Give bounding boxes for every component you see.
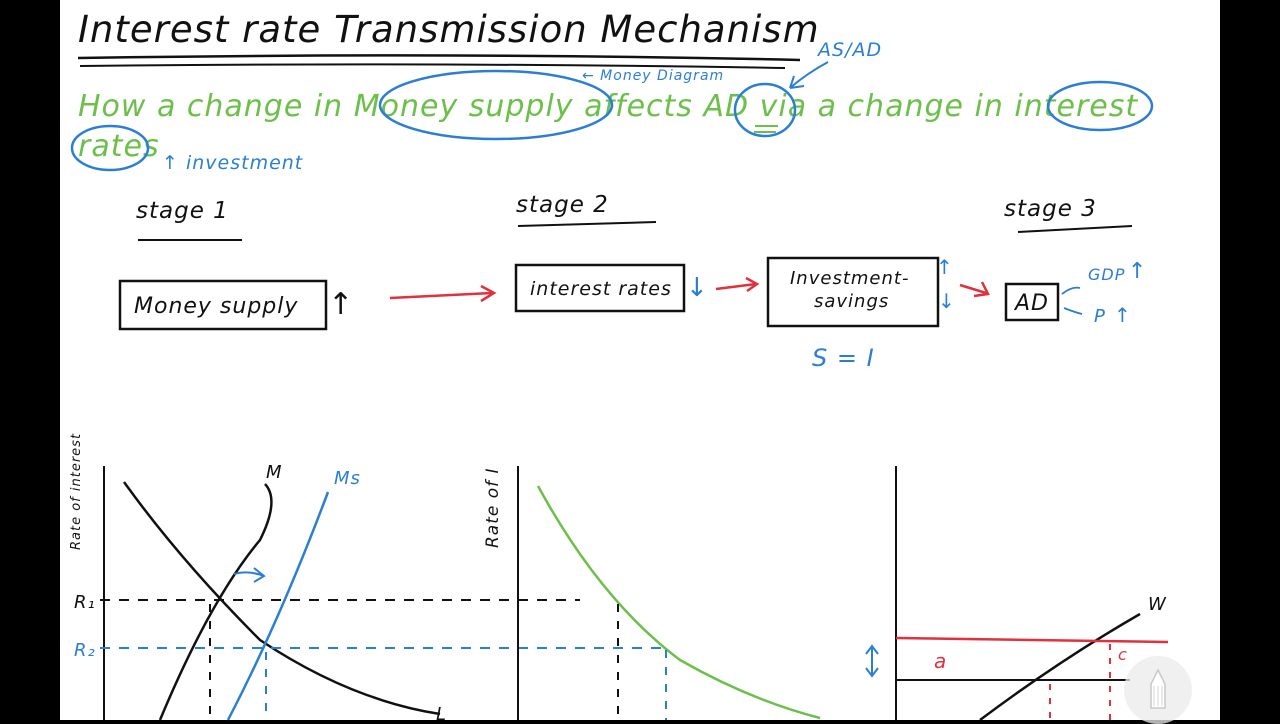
graph1-curve-l: [122, 481, 441, 716]
graph1-curve-ms: [226, 491, 330, 720]
investment-savings-box: [766, 256, 940, 328]
price-up-arrow: ↑: [1114, 303, 1131, 327]
graph3-curve-w: [979, 612, 1141, 720]
graph3-label-w: W: [1148, 594, 1167, 615]
stage-3-label: stage 3: [1004, 196, 1097, 222]
savings-down-arrow: ↓: [938, 289, 955, 313]
stage-1-label: stage 1: [136, 198, 229, 224]
flow-arrow-2-head: [745, 276, 760, 293]
as-ad-arrow: [789, 61, 829, 89]
graph3-label-c: c: [1118, 645, 1128, 664]
money-supply-up-arrow: ↑: [328, 287, 353, 322]
graph1-y-label: Rate of interest: [69, 433, 84, 550]
graph2-y-label: Rate of I: [483, 467, 503, 548]
whiteboard-page: Interest rate Transmission Mechanism How…: [60, 0, 1220, 720]
graph3-output-drops: [1049, 644, 1111, 720]
investment-text: Investment-: [790, 268, 909, 289]
graph3-label-a: a: [934, 649, 947, 673]
stage-2-label: stage 2: [516, 192, 609, 218]
ad-underline: [754, 125, 778, 133]
ad-text: AD: [1013, 291, 1049, 316]
whiteboard-canvas: Interest rate Transmission Mechanism How…: [69, 8, 1169, 720]
title-underline-1: [77, 54, 801, 62]
page-title: Interest rate Transmission Mechanism: [78, 8, 820, 51]
graph1-label-ms: Ms: [334, 468, 361, 489]
graph1-label-r2: R₂: [74, 640, 96, 661]
money-supply-circle: [378, 69, 614, 141]
flow-arrow-3: [959, 283, 987, 295]
flow-arrow-1-head: [480, 284, 497, 303]
interest-rates-down-arrow: ↓: [686, 273, 708, 303]
ad-circle: [733, 82, 797, 138]
note-money-diagram: ← Money Diagram: [582, 68, 724, 84]
interest-rates-box: [514, 263, 686, 313]
flow-arrow-2: [715, 282, 757, 291]
rates-circle: [70, 124, 150, 172]
ad-box: [1004, 282, 1060, 322]
money-supply-text: Money supply: [134, 294, 298, 319]
interest-rates-text: interest rates: [530, 278, 672, 300]
pen-tool-button[interactable]: [1124, 656, 1192, 724]
graph1-shift-arrow: [233, 567, 266, 583]
savings-text: savings: [814, 291, 889, 312]
definition-line-1: How a change in Money supply affects AD …: [78, 89, 1138, 124]
note-as-ad: AS/AD: [816, 39, 882, 61]
graph1-label-l: L: [436, 704, 447, 720]
ad-effect-ticks: [1061, 286, 1083, 315]
stage-2-underline: [517, 221, 657, 227]
interest-circle: [1046, 80, 1154, 132]
note-investment: ↑ investment: [162, 152, 304, 174]
gdp-up-arrow: ↑: [1128, 259, 1146, 284]
flow-arrow-1: [389, 291, 493, 300]
graph1-label-r1: R₁: [74, 592, 96, 613]
stage-3-underline: [1017, 225, 1133, 233]
graph1-label-m: M: [266, 462, 283, 483]
graph3-change-arrow: [865, 644, 879, 678]
graph2-investment-curve: [536, 485, 821, 720]
s-equals-i: S = I: [812, 344, 875, 372]
investment-up-arrow: ↑: [936, 255, 953, 279]
pen-tool-icon: [1150, 668, 1166, 709]
flow-arrow-3-head: [973, 281, 990, 298]
graph1-curve-m: [158, 483, 273, 720]
title-underline-2: [79, 63, 786, 69]
price-text: P: [1094, 306, 1106, 327]
graph3-injection-new: [895, 636, 1169, 644]
money-supply-box: [118, 279, 328, 331]
gdp-text: GDP: [1088, 265, 1125, 284]
